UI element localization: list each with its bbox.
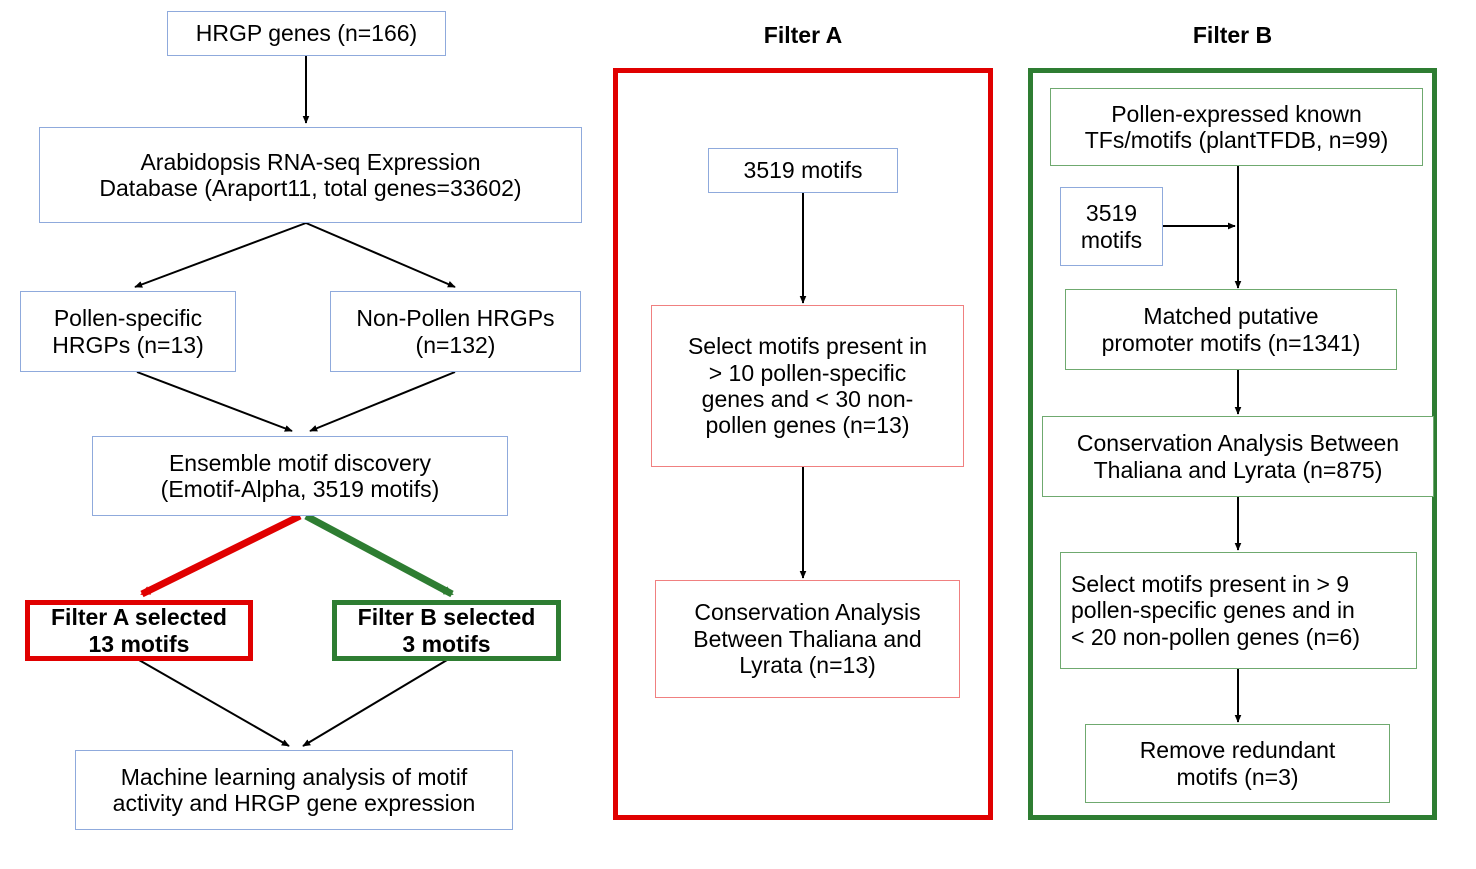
node-filter-b-selected[interactable]: Filter B selected 3 motifs [332, 600, 561, 661]
edge-rnaseq-to-pollen [134, 222, 307, 288]
node-machine-learning[interactable]: Machine learning analysis of motif activ… [75, 750, 513, 830]
node-b-select-motifs[interactable]: Select motifs present in > 9 pollen-spec… [1060, 552, 1417, 669]
node-b-pollen-expressed-tfs[interactable]: Pollen-expressed known TFs/motifs (plant… [1050, 88, 1423, 166]
edge-nonpollen-to-ensemble [309, 371, 456, 432]
node-b-3519-motifs[interactable]: 3519 motifs [1060, 187, 1163, 266]
edge-filter-a-to-ml [138, 659, 290, 747]
node-ensemble-motif-discovery[interactable]: Ensemble motif discovery (Emotif-Alpha, … [92, 436, 508, 516]
edge-filter-b-to-ml [302, 659, 448, 747]
edge-rnaseq-to-nonpollen [305, 222, 456, 288]
node-non-pollen[interactable]: Non-Pollen HRGPs (n=132) [330, 291, 581, 372]
filter-b-title: Filter B [1192, 22, 1273, 48]
node-a-select-motifs[interactable]: Select motifs present in > 10 pollen-spe… [651, 305, 964, 467]
node-rnaseq-db[interactable]: Arabidopsis RNA-seq Expression Database … [39, 127, 582, 223]
node-b-remove-redundant[interactable]: Remove redundant motifs (n=3) [1085, 724, 1390, 803]
node-pollen-specific[interactable]: Pollen-specific HRGPs (n=13) [20, 291, 236, 372]
node-b-conservation[interactable]: Conservation Analysis Between Thaliana a… [1042, 416, 1434, 497]
node-filter-a-selected[interactable]: Filter A selected 13 motifs [25, 600, 253, 661]
filter-a-title: Filter A [763, 22, 843, 48]
edge-pollen-to-ensemble [136, 371, 293, 432]
node-b-matched-promoter[interactable]: Matched putative promoter motifs (n=1341… [1065, 289, 1397, 370]
edge-ensemble-to-filter-a [140, 512, 302, 598]
node-hrgp-genes[interactable]: HRGP genes (n=166) [167, 11, 446, 56]
edge-ensemble-to-filter-b [304, 512, 454, 598]
node-a-3519-motifs[interactable]: 3519 motifs [708, 148, 898, 193]
node-a-conservation[interactable]: Conservation Analysis Between Thaliana a… [655, 580, 960, 698]
